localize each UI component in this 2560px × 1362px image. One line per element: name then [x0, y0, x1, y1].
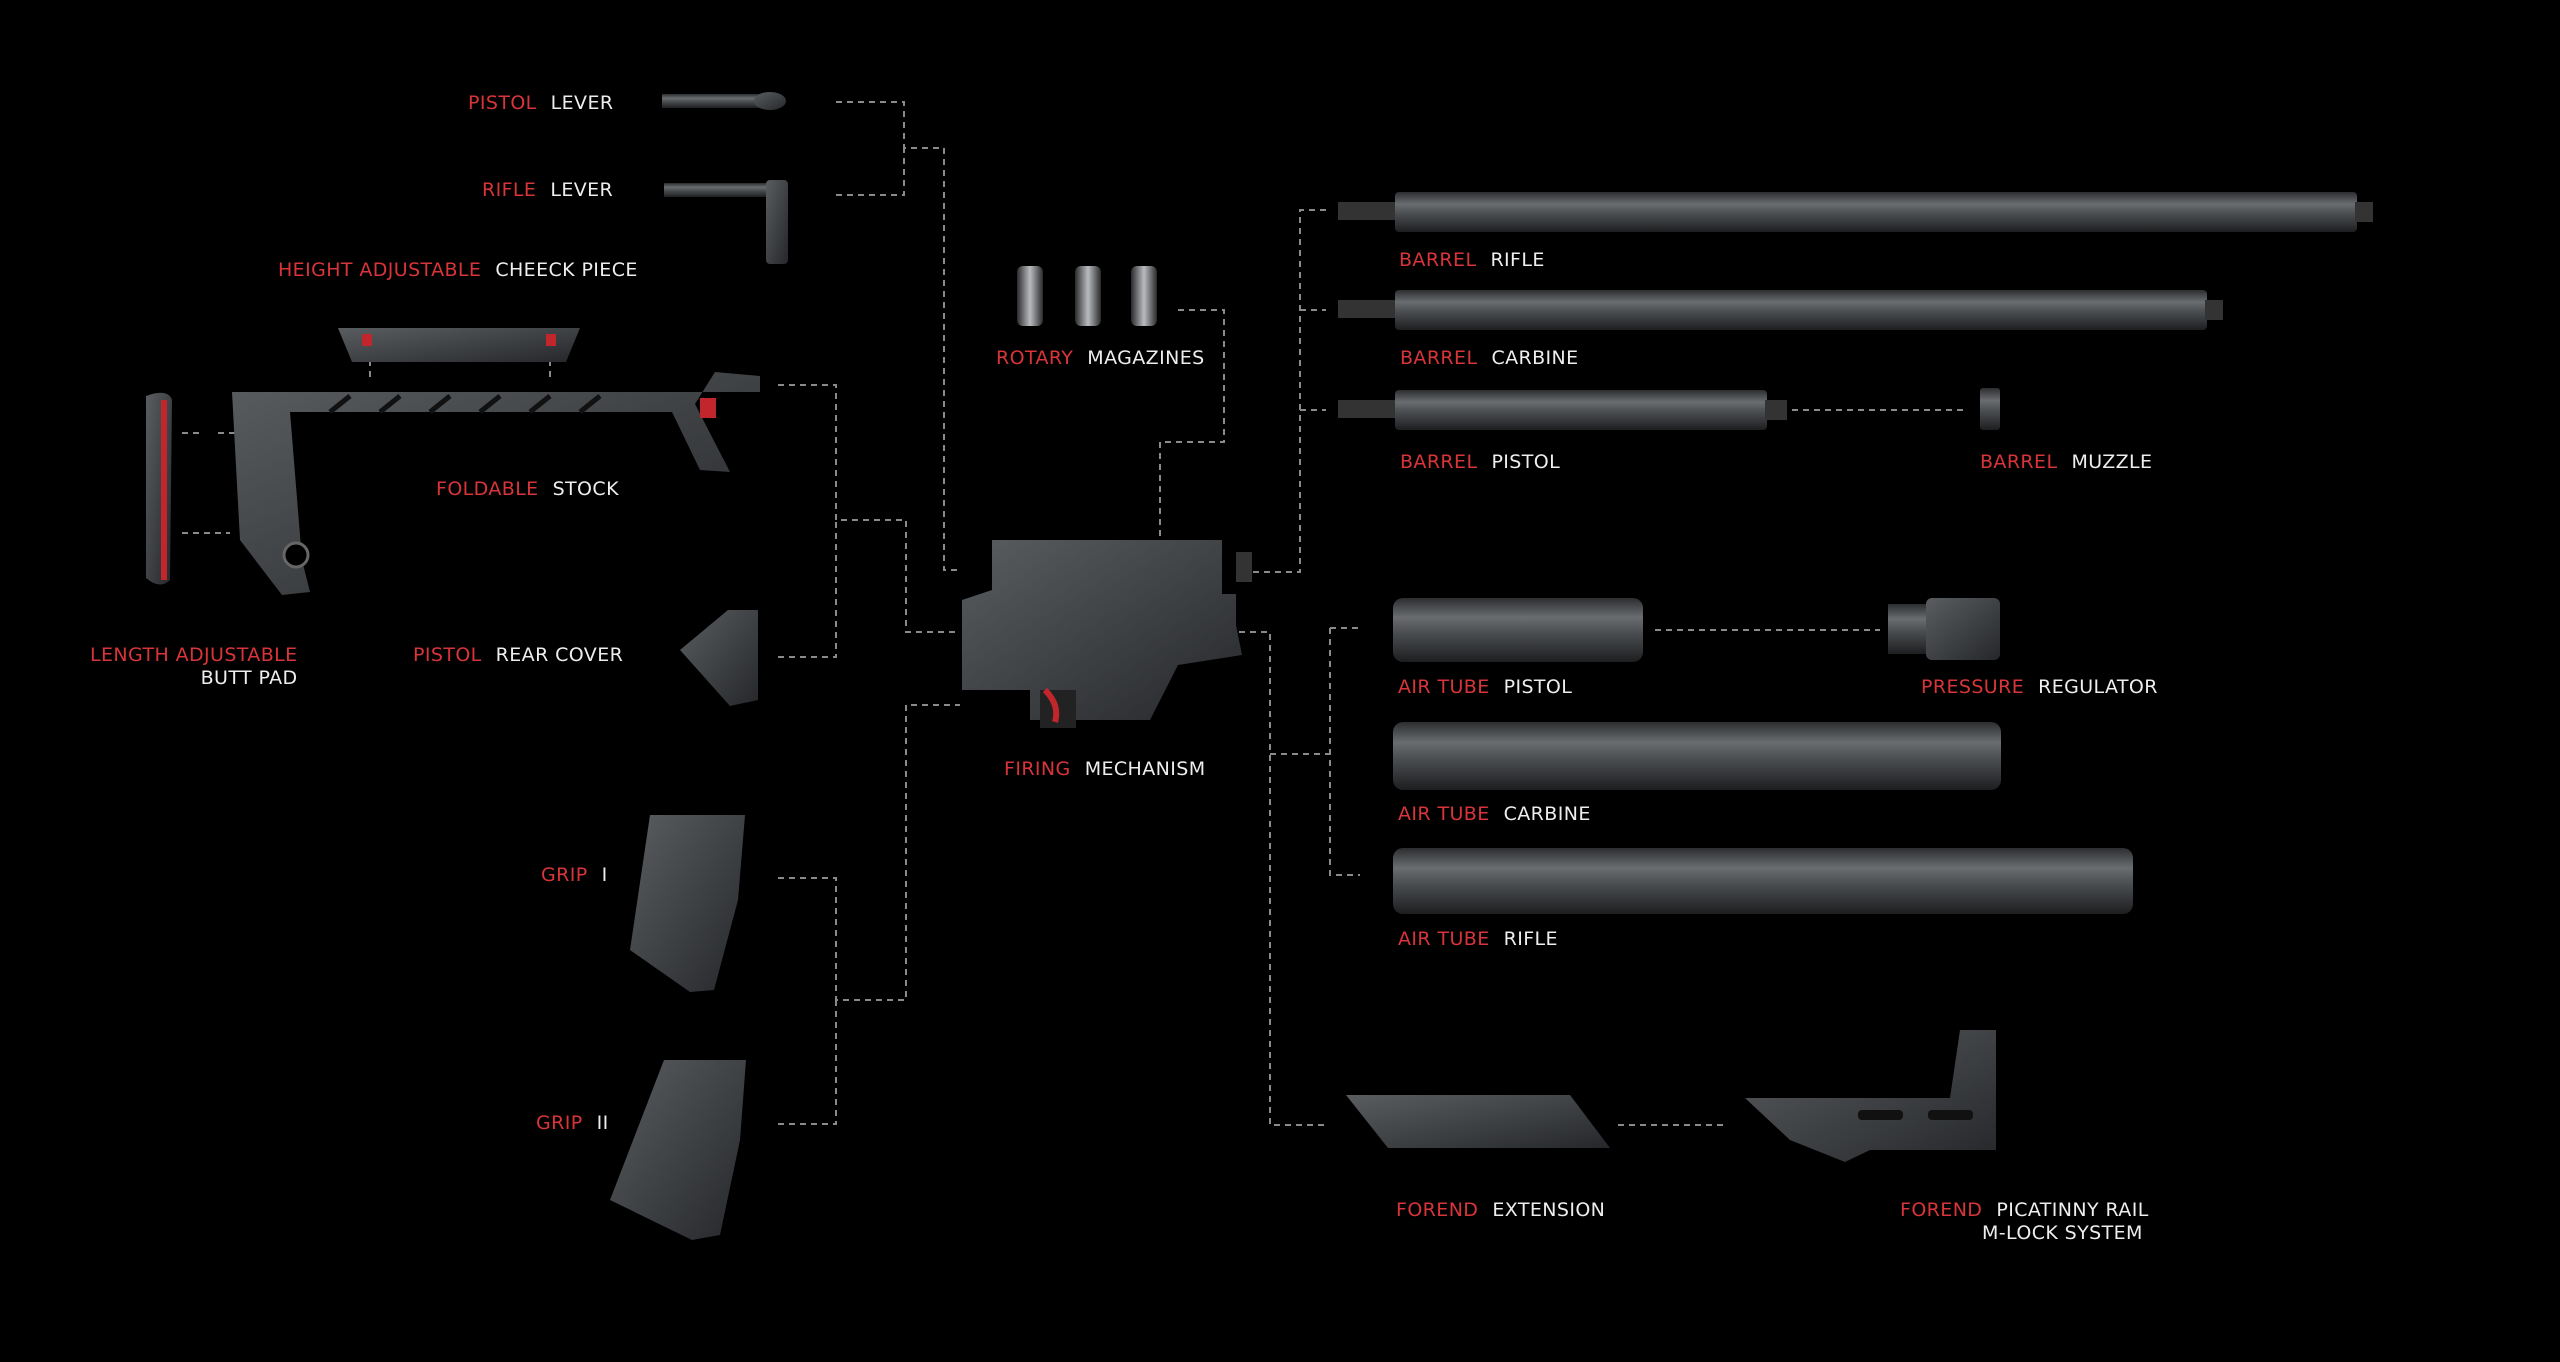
accent: AIR TUBE: [1398, 928, 1490, 950]
airtube-carbine-part: [1393, 722, 2001, 790]
name: REAR COVER: [495, 644, 624, 666]
name: REGULATOR: [2038, 676, 2158, 698]
name: CHEECK PIECE: [495, 259, 638, 281]
name: II: [596, 1112, 609, 1134]
firing-mechanism-part: [962, 540, 1252, 728]
name: CARBINE: [1503, 803, 1591, 825]
accent: GRIP: [536, 1112, 583, 1134]
accent: FOLDABLE: [436, 478, 539, 500]
accent: LENGTH ADJUSTABLE: [90, 644, 298, 666]
label-pressure-regulator: PRESSURE REGULATOR: [1921, 676, 2158, 699]
label-pistol-lever: PISTOL LEVER: [468, 92, 613, 115]
name: PISTOL: [1503, 676, 1573, 698]
label-airtube-pistol: AIR TUBE PISTOL: [1398, 676, 1572, 699]
label-barrel-carbine: BARREL CARBINE: [1400, 347, 1579, 370]
accent: PISTOL: [468, 92, 537, 114]
grip-2-part: [610, 1060, 746, 1240]
label-foldable-stock: FOLDABLE STOCK: [436, 478, 619, 501]
name: RIFLE: [1503, 928, 1558, 950]
airtube-rifle-part: [1393, 848, 2133, 914]
forend-extension-part: [1346, 1095, 1610, 1148]
label-grip-2: GRIP II: [536, 1112, 609, 1135]
accent: BARREL: [1400, 347, 1478, 369]
accent: FOREND: [1396, 1199, 1479, 1221]
label-airtube-rifle: AIR TUBE RIFLE: [1398, 928, 1558, 951]
name: LEVER: [550, 92, 614, 114]
label-forend-extension: FOREND EXTENSION: [1396, 1199, 1605, 1222]
name: I: [601, 864, 608, 886]
accent: BARREL: [1399, 249, 1477, 271]
label-firing-mechanism: FIRING MECHANISM: [1004, 758, 1206, 781]
label-barrel-muzzle: BARREL MUZZLE: [1980, 451, 2152, 474]
pressure-regulator-part: [1888, 598, 2000, 660]
accent: RIFLE: [482, 179, 537, 201]
accent: PRESSURE: [1921, 676, 2025, 698]
barrel-muzzle-part: [1980, 388, 2000, 430]
label-barrel-pistol: BARREL PISTOL: [1400, 451, 1560, 474]
grip-1-part: [630, 815, 745, 992]
pistol-lever-part: [662, 92, 786, 110]
barrel-pistol-part: [1338, 390, 1787, 430]
rifle-lever-part: [664, 180, 788, 264]
rear-cover-part: [680, 610, 758, 706]
name: LEVER: [550, 179, 614, 201]
name: CARBINE: [1491, 347, 1579, 369]
label-rotary-magazines: ROTARY MAGAZINES: [996, 347, 1205, 370]
accent: AIR TUBE: [1398, 803, 1490, 825]
forend-rail-part: [1745, 1030, 1996, 1162]
accent: BARREL: [1980, 451, 2058, 473]
rotary-magazines-part: [1017, 266, 1157, 326]
label-airtube-carbine: AIR TUBE CARBINE: [1398, 803, 1591, 826]
label-rifle-lever: RIFLE LEVER: [482, 179, 613, 202]
name: MUZZLE: [2071, 451, 2153, 473]
name: EXTENSION: [1492, 1199, 1606, 1221]
label-cheek-piece: HEIGHT ADJUSTABLE CHEECK PIECE: [278, 259, 638, 282]
label-grip-1: GRIP I: [541, 864, 608, 887]
accent: BARREL: [1400, 451, 1478, 473]
accent: GRIP: [541, 864, 588, 886]
name: RIFLE: [1490, 249, 1545, 271]
accent: HEIGHT ADJUSTABLE: [278, 259, 482, 281]
name-line-2: M-LOCK SYSTEM: [1982, 1222, 2143, 1244]
butt-pad-part: [146, 392, 172, 585]
accent: PISTOL: [413, 644, 482, 666]
barrel-rifle-part: [1338, 192, 2373, 232]
barrel-carbine-part: [1338, 290, 2223, 330]
name: PISTOL: [1491, 451, 1561, 473]
name: STOCK: [552, 478, 619, 500]
foldable-stock-part: [232, 372, 760, 595]
name: BUTT PAD: [200, 667, 298, 689]
accent: FIRING: [1004, 758, 1071, 780]
name: MAGAZINES: [1087, 347, 1205, 369]
accent: FOREND: [1900, 1199, 1983, 1221]
connector-lines: [182, 101, 1966, 1126]
name: MECHANISM: [1084, 758, 1206, 780]
cheek-piece-part: [338, 328, 580, 362]
accent: ROTARY: [996, 347, 1074, 369]
label-barrel-rifle: BARREL RIFLE: [1399, 249, 1545, 272]
label-rear-cover: PISTOL REAR COVER: [413, 644, 623, 667]
name: PICATINNY RAIL: [1996, 1199, 2149, 1221]
airtube-pistol-part: [1393, 598, 1643, 662]
accent: AIR TUBE: [1398, 676, 1490, 698]
